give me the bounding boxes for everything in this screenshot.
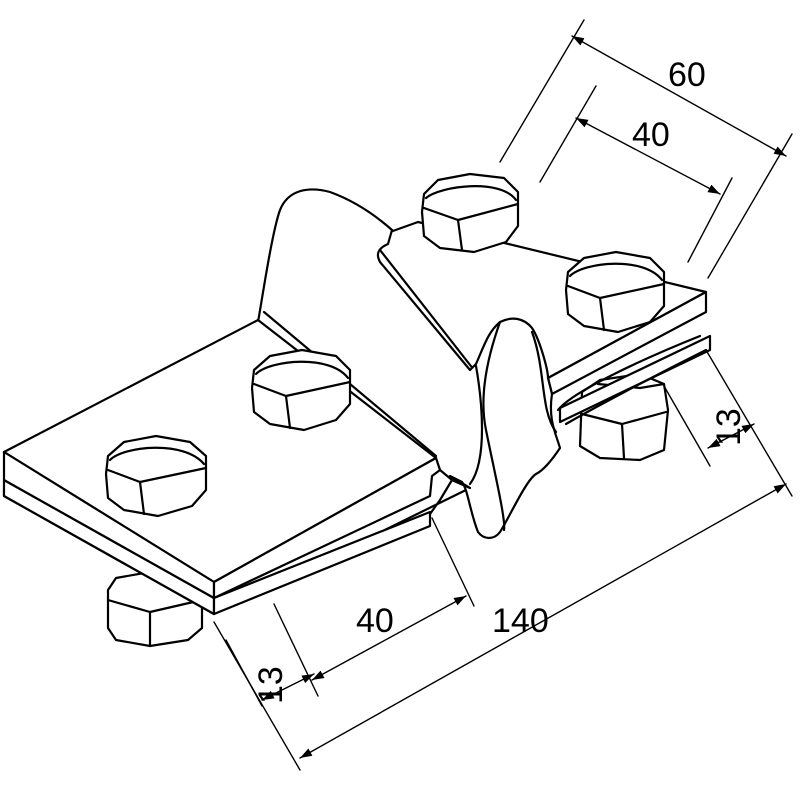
dim-13-bottom-label: 13 [252,666,290,704]
top-nut-back-right [564,250,666,334]
dimension-bolt-spacing-width: 40 [539,85,733,263]
dimension-bolt-spacing-length: 40 [273,517,475,697]
top-nut-back-left [420,172,520,254]
dim-140-label: 140 [492,602,549,640]
dim-13-right-label: 13 [710,408,748,446]
top-nut-front-right [250,348,352,432]
dimension-edge-bottom: 13 [225,639,315,707]
dim-40-bottom-label: 40 [356,602,394,640]
top-nut-front-left [104,434,208,518]
dimension-width: 60 [499,19,793,279]
dimension-edge-right: 13 [663,349,793,497]
dim-40-top-label: 40 [632,116,670,154]
dim-60-label: 60 [668,56,706,94]
